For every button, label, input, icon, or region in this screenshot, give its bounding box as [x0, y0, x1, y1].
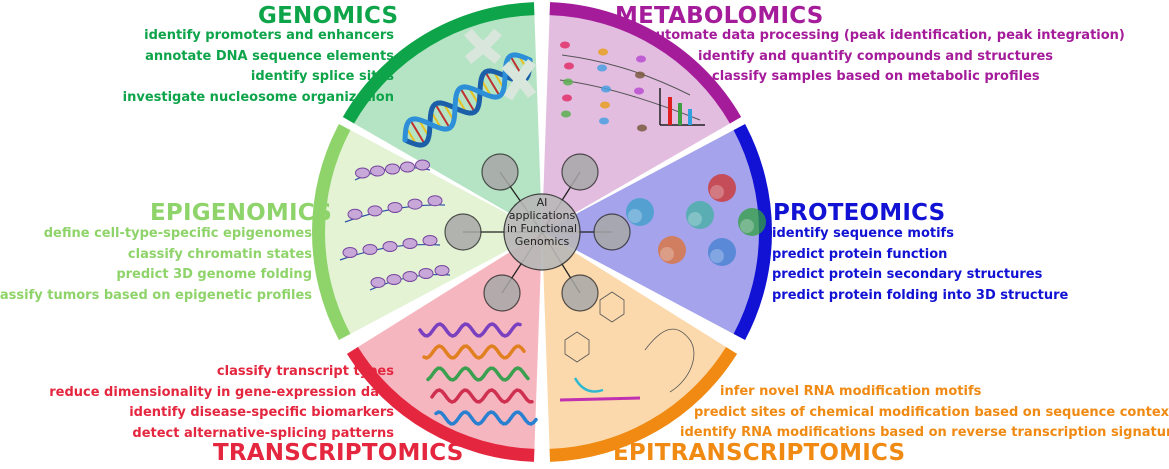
metabolomics-title: METABOLOMICS	[615, 3, 824, 29]
transcriptomics-item: detect alternative-splicing patterns	[132, 425, 394, 441]
hub-node	[561, 274, 599, 312]
metabolomics-item: automate data processing (peak identific…	[647, 28, 1125, 43]
transcriptomics-item: reduce dimensionality in gene-expression…	[49, 384, 394, 400]
proteomics-items: identify sequence motifs predict protein…	[772, 224, 1068, 306]
center-line: applications	[508, 209, 576, 222]
center-line: AI	[536, 196, 548, 209]
nucleosome-strands-illustration	[339, 159, 451, 291]
proteomics-item: predict protein function	[772, 246, 948, 262]
center-line: Genomics	[514, 235, 570, 248]
epitranscriptomics-title: EPITRANSCRIPTOMICS	[613, 440, 906, 466]
transcriptomics-item: classify transcript types	[216, 364, 394, 379]
epigenomics-item: classify chromatin states	[127, 246, 312, 262]
center-hub-label: AI applications in Functional Genomics	[505, 196, 579, 248]
rna-strands-illustration	[418, 322, 538, 426]
protein-structures-illustration	[626, 174, 766, 266]
proteomics-item: predict protein secondary structures	[772, 267, 1043, 282]
metabolomics-items: automate data processing (peak identific…	[647, 26, 1125, 88]
hub-node	[483, 274, 521, 312]
genomics-arc	[342, 2, 535, 124]
transcriptomics-items: classify transcript types reduce dimensi…	[49, 362, 394, 444]
genomics-title: GENOMICS	[258, 3, 399, 29]
epigenomics-arc	[312, 124, 351, 340]
metabolomics-item: identify and quantify compounds and stru…	[698, 48, 1054, 64]
epigenomics-items: define cell-type-specific epigenomes cla…	[0, 224, 312, 306]
hub-node	[481, 153, 519, 191]
rna-modification-illustration	[559, 291, 695, 402]
genomics-items: identify promoters and enhancers annotat…	[123, 26, 394, 108]
epitranscriptomics-item: infer novel RNA modification motifs	[720, 384, 982, 399]
proteomics-sector	[542, 129, 760, 335]
epigenomics-title: EPIGENOMICS	[150, 200, 333, 226]
epigenomics-item: define cell-type-specific epigenomes	[43, 226, 312, 241]
metabolic-pathway-illustration	[559, 41, 701, 132]
proteomics-item: predict protein folding into 3D structur…	[772, 287, 1069, 303]
proteomics-title: PROTEOMICS	[773, 200, 946, 226]
transcriptomics-title: TRANSCRIPTOMICS	[213, 440, 464, 466]
epigenomics-item: predict 3D genome folding	[116, 267, 312, 282]
mini-bar-chart-icon	[659, 88, 705, 126]
hub-node	[444, 213, 482, 251]
genomics-item: annotate DNA sequence elements	[145, 48, 394, 64]
epitranscriptomics-item: identify RNA modifications based on reve…	[680, 425, 1169, 440]
genomics-item: identify promoters and enhancers	[144, 28, 394, 43]
epitranscriptomics-item: predict sites of chemical modification b…	[694, 404, 1169, 420]
metabolomics-item: classify samples based on metabolic prof…	[712, 69, 1040, 84]
hub-node	[593, 213, 631, 251]
hub-node	[561, 153, 599, 191]
proteomics-item: identify sequence motifs	[772, 226, 954, 241]
genomics-item: identify splice sites	[250, 69, 394, 84]
transcriptomics-arc	[346, 346, 535, 462]
chromosome-illustration	[464, 28, 537, 101]
transcriptomics-item: identify disease-specific biomarkers	[129, 405, 394, 420]
metabolomics-arc	[549, 2, 742, 124]
proteomics-arc	[733, 124, 772, 340]
epitranscriptomics-items: infer novel RNA modification motifs pred…	[680, 382, 1169, 444]
epigenomics-item: classify tumors based on epigenetic prof…	[0, 287, 312, 303]
center-line: in Functional	[506, 222, 578, 235]
center-hub	[503, 193, 581, 271]
genomics-item: investigate nucleosome organization	[122, 89, 394, 105]
epitranscriptomics-arc	[549, 346, 738, 462]
